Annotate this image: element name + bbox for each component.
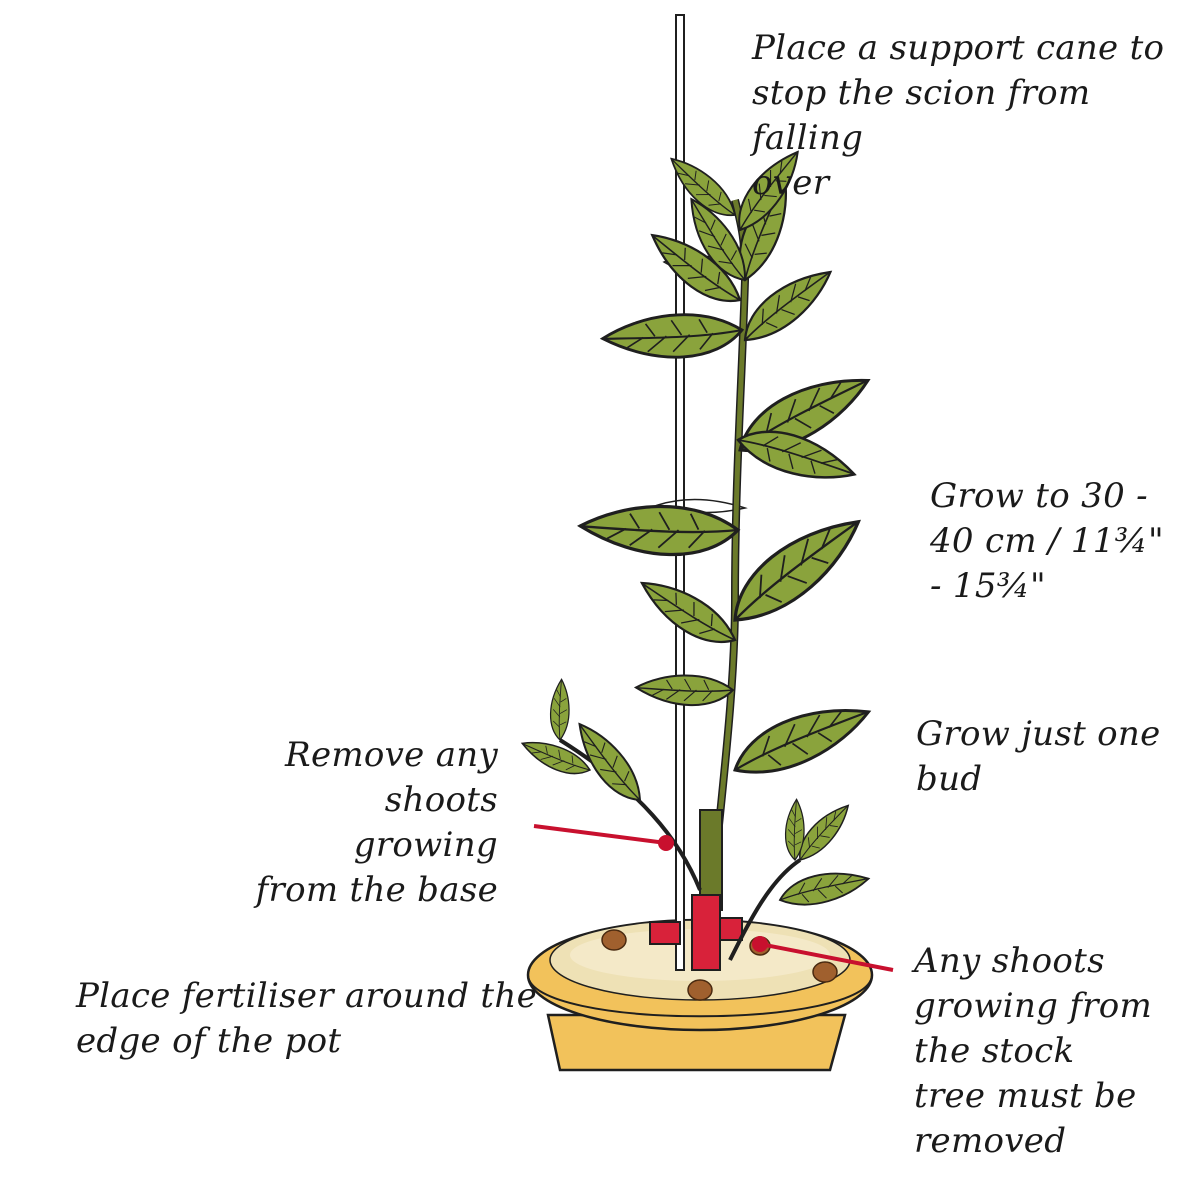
base-shoots-annotation: Remove any shoots growing from the base — [255, 735, 498, 910]
stock-shoots-annotation: Any shoots growing from the stock tree m… — [914, 941, 1153, 1161]
plant-leaves — [518, 144, 881, 908]
base-shoot-stem — [558, 738, 702, 891]
fertiliser-annotation: Place fertiliser around the edge of the … — [76, 976, 538, 1061]
height-annotation: Grow to 30 - 40 cm / 11¾" - 15¾" — [930, 476, 1164, 606]
main-stem — [708, 199, 750, 901]
one-bud-annotation: Grow just one bud — [916, 714, 1161, 799]
stock-shoot-stem — [728, 858, 802, 961]
cane-annotation: Place a support cane to stop the scion f… — [752, 28, 1165, 203]
graft-union — [649, 809, 743, 971]
pointer-lines — [533, 824, 894, 972]
